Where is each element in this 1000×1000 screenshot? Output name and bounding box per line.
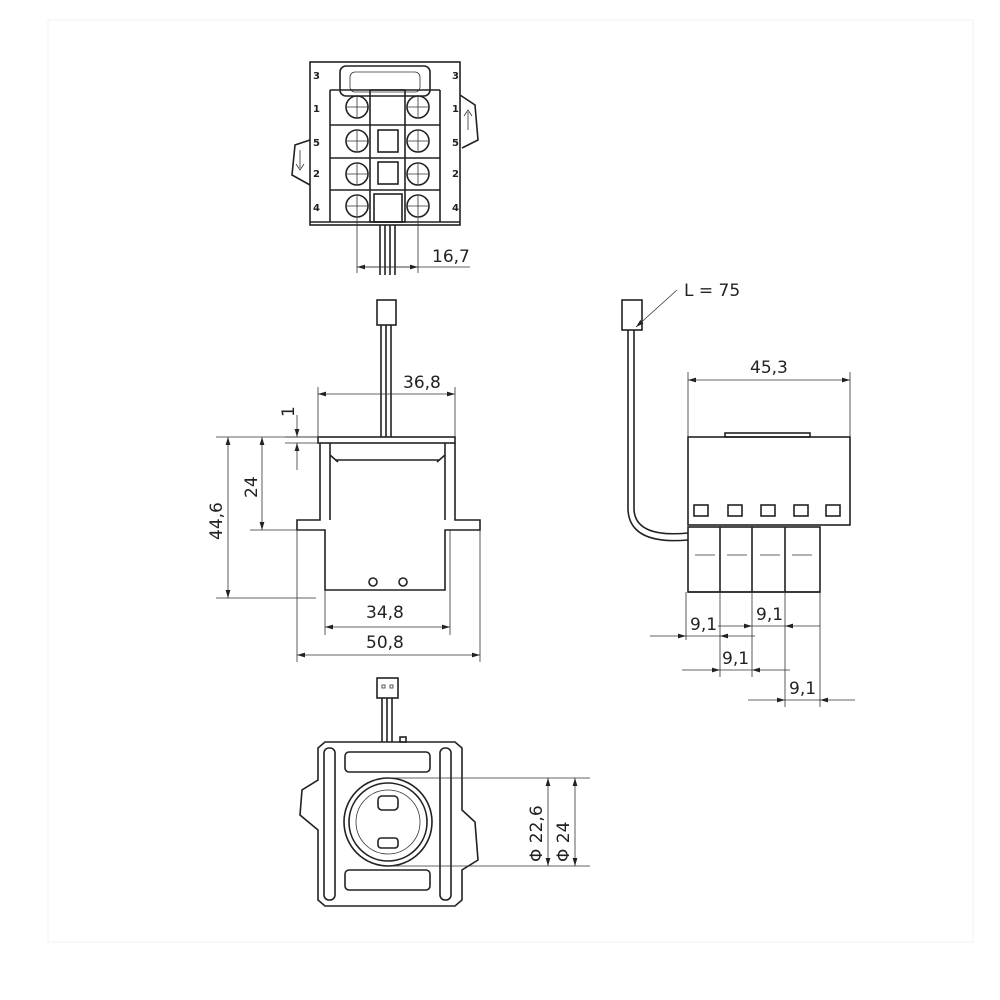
dim-top-width: 16,7 [432, 247, 470, 267]
dim-plate: 1 [279, 406, 299, 417]
row-number: 3 [452, 71, 459, 82]
row-number: 2 [452, 169, 459, 180]
dim-inner-width: 34,8 [366, 603, 404, 623]
terminal-screws [345, 95, 430, 218]
dim-pitch: 9,1 [789, 679, 816, 699]
bottom-view: Φ 22,6 Φ 24 [299, 677, 590, 907]
cable-length-label: L = 75 [684, 281, 740, 301]
dim-pitch: 9,1 [756, 605, 783, 625]
row-number: 4 [452, 203, 459, 214]
row-number: 3 [313, 71, 320, 82]
row-number: 2 [313, 169, 320, 180]
side-view: L = 75 45,3 9,1 9,1 9,1 9,1 [621, 281, 855, 707]
dim-inner-diameter: Φ 22,6 [527, 805, 547, 862]
row-number: 5 [452, 138, 459, 149]
dim-top-width: 36,8 [403, 373, 441, 393]
top-view: 3 1 5 2 4 3 1 5 2 4 16,7 [291, 61, 479, 275]
row-number: 5 [313, 138, 320, 149]
dim-pitch: 9,1 [690, 615, 717, 635]
dim-pitch: 9,1 [722, 649, 749, 669]
row-number: 1 [313, 104, 320, 115]
frame [47, 19, 974, 943]
dim-total-width: 50,8 [366, 633, 404, 653]
dim-body-height: 24 [242, 476, 262, 498]
dim-outer-diameter: Φ 24 [554, 822, 574, 862]
front-view: 36,8 1 24 44,6 34,8 50,8 [207, 299, 481, 662]
row-number: 1 [452, 104, 459, 115]
dim-total-height: 44,6 [207, 502, 227, 540]
row-number: 4 [313, 203, 320, 214]
dim-side-width: 45,3 [750, 358, 788, 378]
